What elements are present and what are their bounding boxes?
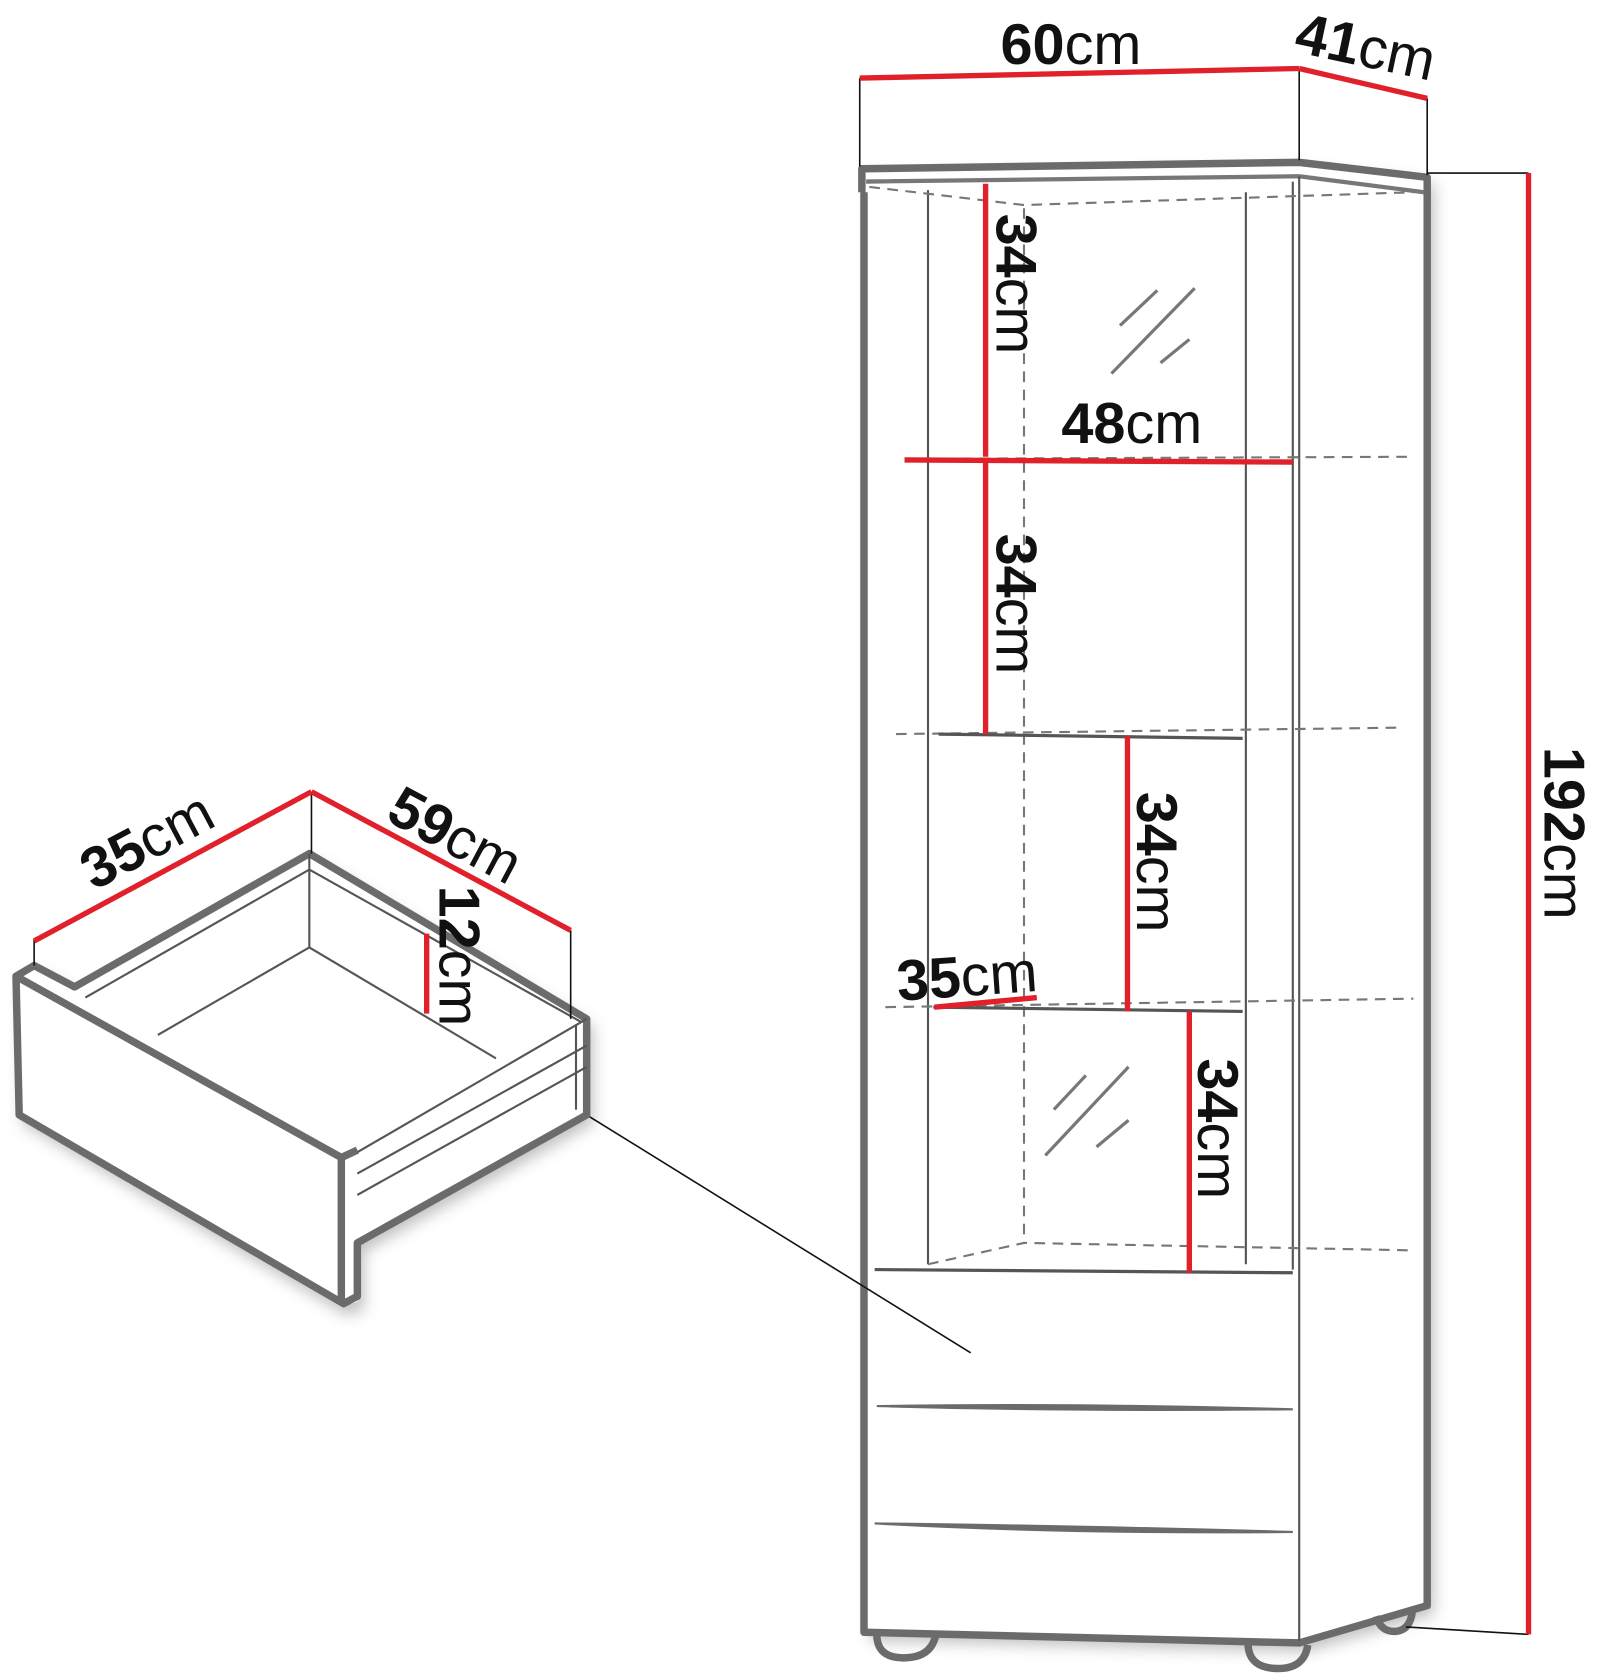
compartment-4-label: 34cm	[1185, 1058, 1249, 1199]
drawer-callout-line	[586, 1114, 972, 1354]
cabinet-foot	[1244, 1642, 1312, 1673]
inner-width-label: 48cm	[1061, 392, 1202, 456]
cabinet-foot	[873, 1634, 940, 1662]
depth-dimension-line	[1298, 65, 1428, 101]
width-label: 60cm	[1001, 13, 1142, 77]
shelves	[869, 185, 1414, 1275]
depth-label: 41cm	[1290, 2, 1441, 94]
drawer-depth-line	[32, 789, 313, 944]
compartment-2-label: 34cm	[983, 534, 1047, 675]
drawer-depth-label: 35cm	[70, 780, 224, 903]
compartment-3-label: 34cm	[1124, 792, 1188, 933]
drawer-width-line	[310, 789, 572, 933]
cabinet-foot	[1372, 1611, 1416, 1636]
drawer: 35cm 59cm 12cm	[12, 774, 591, 1308]
drawer-divider	[876, 1403, 1293, 1411]
inner-width-line	[904, 457, 1293, 465]
drawer-divider	[874, 1522, 1293, 1534]
drawer-width-label: 59cm	[378, 774, 532, 897]
width-dimension-line	[859, 65, 1300, 81]
shelf-depth-label: 35cm	[895, 940, 1040, 1014]
glass-reflection	[1044, 287, 1196, 1157]
cabinet-outline	[858, 158, 1431, 1647]
compartment-1-label: 34cm	[983, 214, 1047, 355]
cabinet	[858, 158, 1431, 1673]
shelf-depth-line	[934, 994, 1038, 1010]
drawer-outline	[12, 849, 591, 1308]
cabinet-dimensions: 60cm 41cm 192cm 48cm 35cm 34cm 34cm 34cm…	[858, 2, 1596, 1636]
drawer-front	[14, 972, 359, 1304]
drawer-height-label: 12cm	[426, 886, 490, 1027]
height-label: 192cm	[1532, 747, 1596, 920]
